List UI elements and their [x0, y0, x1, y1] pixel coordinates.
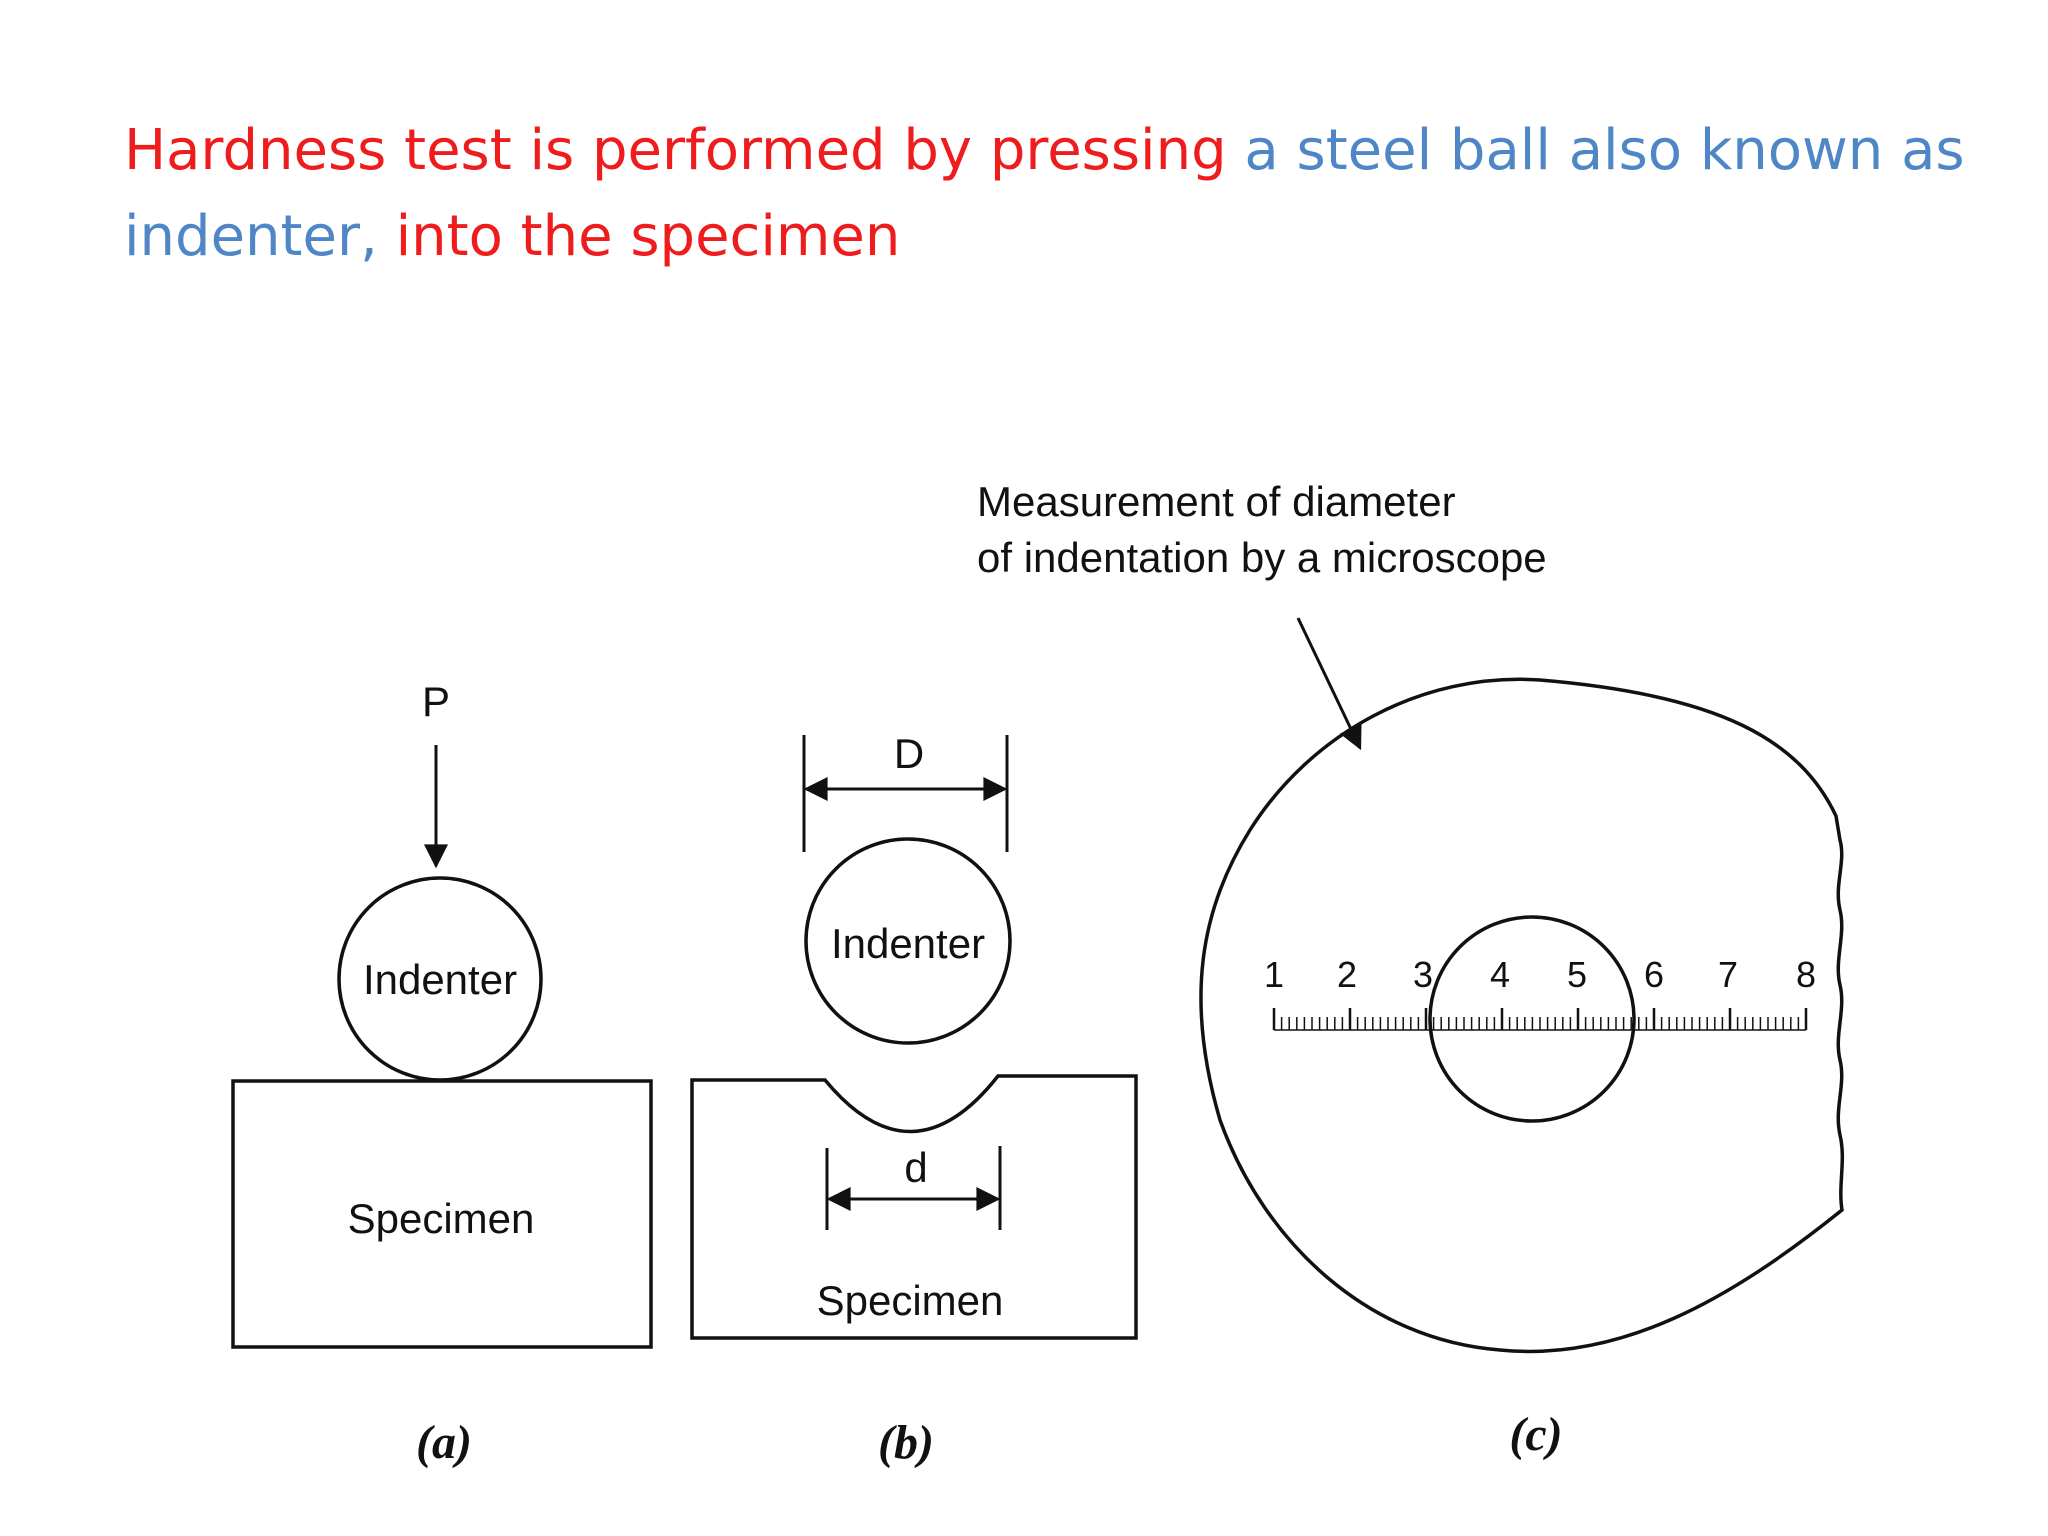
scale-ticks	[1272, 1008, 1808, 1030]
specimen-block-b	[690, 1074, 1138, 1340]
panel-a: P Indenter Specimen (a)	[231, 678, 653, 1469]
scale-number: 4	[1490, 954, 1510, 995]
annotation-line-2: of indentation by a microscope	[977, 534, 1547, 581]
scale-number: 8	[1796, 954, 1816, 995]
scale-number: 2	[1337, 954, 1357, 995]
ball-diameter-label: D	[894, 730, 924, 777]
indentation-circle	[1428, 915, 1636, 1123]
caption-b: (b)	[878, 1416, 934, 1469]
heading-part-3: into the specimen	[377, 204, 901, 269]
scale-number: 1	[1264, 954, 1284, 995]
scale-number: 6	[1644, 954, 1664, 995]
slide-heading: Hardness test is performed by pressing a…	[124, 108, 2004, 280]
heading-part-2: a steel ball also known as indenter,	[124, 118, 1965, 269]
scale-number: 3	[1413, 954, 1433, 995]
scale-number: 7	[1718, 954, 1738, 995]
specimen-label-b: Specimen	[817, 1277, 1004, 1324]
annotation-arrow	[1296, 617, 1362, 751]
indenter-label-a: Indenter	[363, 956, 517, 1003]
specimen-label-a: Specimen	[348, 1195, 535, 1242]
caption-c: (c)	[1509, 1408, 1562, 1461]
caption-a: (a)	[416, 1416, 472, 1469]
specimen-block-a	[231, 1079, 653, 1349]
panel-b: D Indenter d Specimen (b)	[690, 730, 1138, 1469]
indenter-ball-b	[804, 837, 1012, 1045]
scale-number: 5	[1567, 954, 1587, 995]
indenter-label-b: Indenter	[831, 920, 985, 967]
microscope-field	[1199, 677, 1845, 1354]
load-label: P	[422, 678, 450, 725]
scale-numbers: 1 2 3 4 5 6 7 8	[1264, 954, 1816, 995]
measurement-scale: 1 2 3 4 5 6 7 8	[1264, 954, 1816, 1031]
indent-diameter-label: d	[904, 1144, 927, 1191]
panel-c: Measurement of diameter of indentation b…	[977, 478, 1845, 1461]
heading-part-1: Hardness test is performed by pressing	[124, 118, 1227, 183]
annotation-line-1: Measurement of diameter	[977, 478, 1456, 525]
